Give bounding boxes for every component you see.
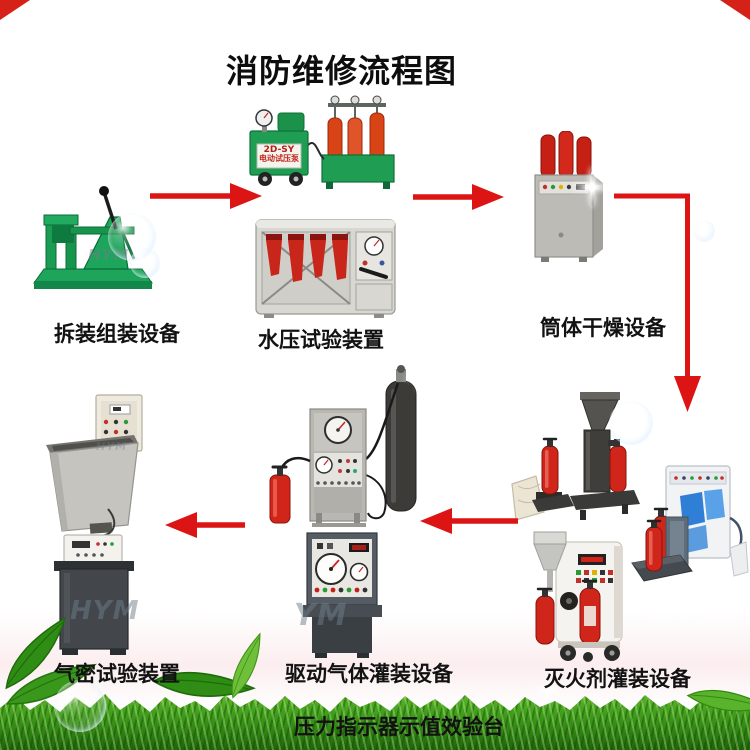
corner-ribbon-right <box>720 0 750 20</box>
page-title: 消防维修流程图 <box>226 52 458 90</box>
machine-water-tank <box>38 391 150 539</box>
leaf <box>213 626 284 706</box>
label-airtight: 气密试验装置 <box>54 662 180 686</box>
sparkle-icon <box>441 476 463 498</box>
machine-powder-filler <box>506 388 658 530</box>
bubble <box>609 401 653 445</box>
machine-gauge-cabinet <box>299 527 387 659</box>
machine-scale-extinguisher <box>626 513 698 593</box>
bubble <box>54 680 106 732</box>
label-indicator: 压力指示器示值效验台 <box>294 715 504 739</box>
bubble <box>693 220 715 242</box>
label-disassembly: 拆装组装设备 <box>54 322 180 346</box>
arrow-drying-to-agentfilling <box>614 193 701 412</box>
machine-gas-filling-station <box>258 363 426 531</box>
sparkle-icon <box>572 0 628 46</box>
machine-drying <box>531 131 609 269</box>
leaf <box>144 649 264 724</box>
leaf <box>0 654 108 719</box>
watermark: HYM <box>70 596 140 626</box>
watermark: YM <box>294 598 348 633</box>
arrow-agentfilling-to-gasfilling <box>420 508 518 534</box>
leaf <box>682 671 750 735</box>
machine-agent-filler <box>520 526 632 664</box>
leaf <box>0 606 90 702</box>
watermark: HYM <box>96 440 128 453</box>
corner-ribbon-left <box>0 0 30 20</box>
arrow-hydrotest-to-drying <box>413 184 504 210</box>
label-drying: 筒体干燥设备 <box>540 316 666 340</box>
bubble <box>130 248 160 278</box>
sparkle-icon <box>461 380 485 404</box>
label-gas-filling: 驱动气体灌装设备 <box>285 662 453 686</box>
label-agent-filling: 灭火剂灌装设备 <box>544 667 691 691</box>
machine-control-cabinet <box>646 460 750 578</box>
machine-hydro-test <box>252 206 399 318</box>
sparkle-icon <box>14 309 36 331</box>
machine-airtight-tank <box>48 531 140 658</box>
arrow-gasfilling-to-airtight <box>165 512 245 538</box>
label-hydro-test: 水压试验装置 <box>258 328 384 352</box>
machine-test-pump <box>238 93 400 190</box>
